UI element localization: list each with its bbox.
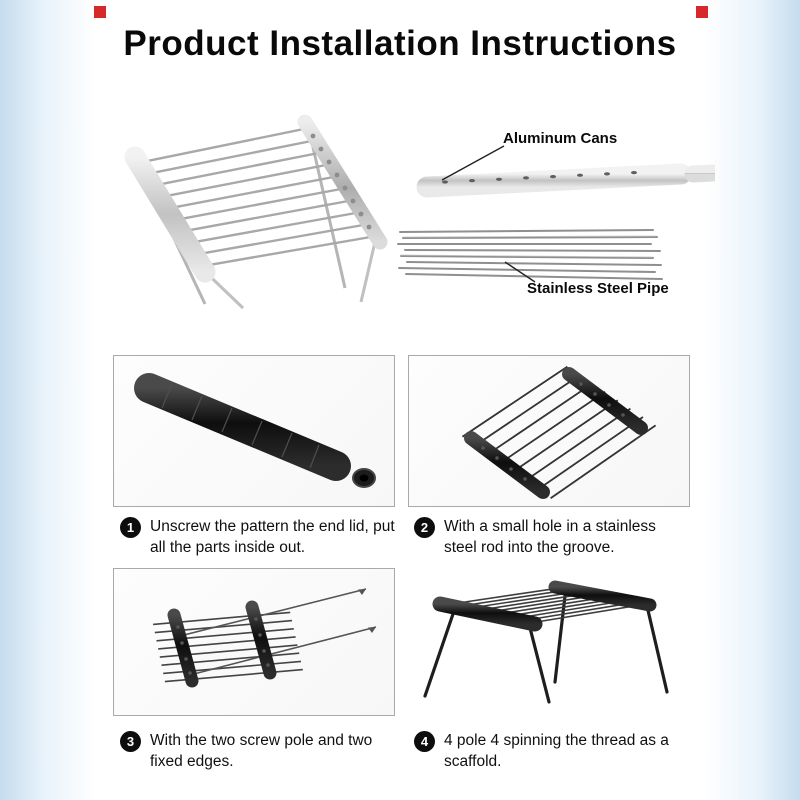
step-3-caption: 3 With the two screw pole and two fixed … [120, 730, 398, 773]
step-1-badge: 1 [120, 517, 141, 538]
corner-mark-right [696, 6, 708, 18]
step-1-text: Unscrew the pattern the end lid, put all… [150, 518, 395, 557]
step-3-text: With the two screw pole and two fixed ed… [150, 732, 373, 771]
step-1-art [134, 373, 376, 488]
product-overview: Aluminum Cans Stainless Steel Pipe [95, 92, 715, 332]
assembled-grill-art [124, 114, 388, 310]
pipe-pointer-line [504, 261, 536, 283]
step-2-badge: 2 [414, 517, 435, 538]
step-4-caption: 4 4 pole 4 spinning the thread as a scaf… [414, 730, 686, 773]
aluminum-pointer-line [441, 145, 505, 181]
rod-bundle-art [397, 229, 663, 280]
step-1-caption: 1 Unscrew the pattern the end lid, put a… [120, 516, 398, 559]
step-2-caption: 2 With a small hole in a stainless steel… [414, 516, 686, 559]
corner-mark-left [94, 6, 106, 18]
step-4-badge: 4 [414, 731, 435, 752]
step-2-text: With a small hole in a stainless steel r… [444, 518, 656, 557]
label-aluminum-cans: Aluminum Cans [503, 130, 618, 147]
step-1-panel [113, 355, 395, 507]
step-4-art [423, 580, 669, 704]
step-3-art [153, 588, 377, 688]
step-4-panel [405, 562, 697, 728]
grill-parts-photo [124, 114, 715, 310]
page-title: Product Installation Instructions [123, 24, 677, 63]
aluminum-tube-art [416, 163, 715, 198]
step-2-art [461, 365, 657, 499]
step-4-text: 4 pole 4 spinning the thread as a scaffo… [444, 732, 669, 771]
step-3-badge: 3 [120, 731, 141, 752]
label-stainless-pipe: Stainless Steel Pipe [527, 280, 669, 297]
step-2-panel [408, 355, 690, 507]
step-3-panel [113, 568, 395, 716]
